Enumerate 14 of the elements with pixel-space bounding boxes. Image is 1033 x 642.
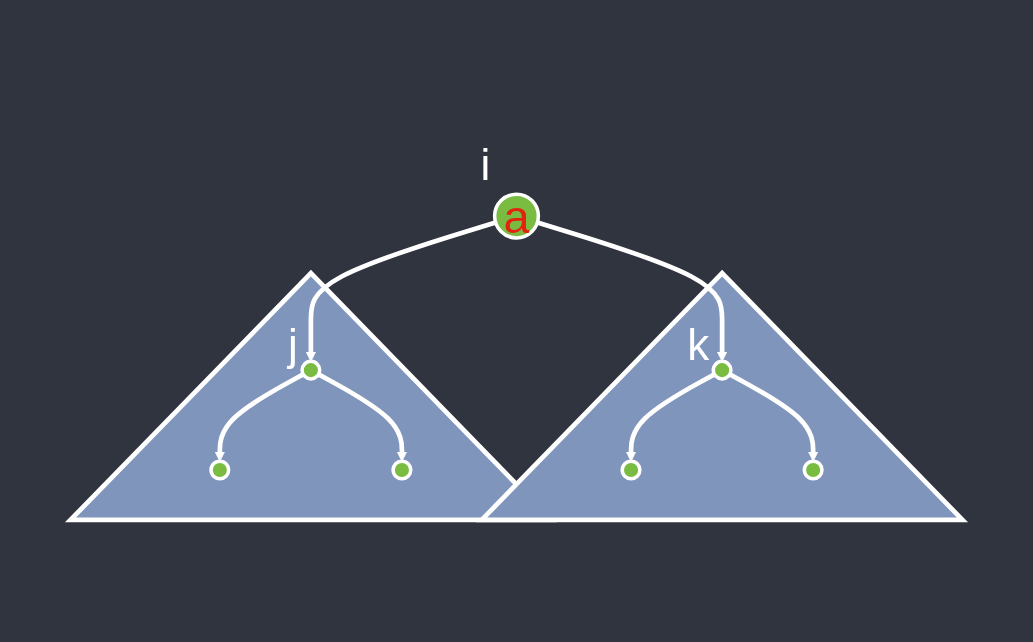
node-circle (620, 459, 642, 481)
node-circle: a (492, 192, 541, 240)
node-circle (209, 459, 231, 481)
node-caption: k (687, 323, 710, 368)
arrow (317, 372, 408, 462)
arrow (214, 372, 305, 462)
node-circle (300, 359, 322, 381)
node-circle (711, 359, 733, 381)
arrow (728, 372, 819, 462)
node-caption: i (480, 142, 491, 187)
arrow (625, 372, 716, 462)
node-circle (802, 459, 824, 481)
node-caption: j (288, 323, 298, 368)
node-circle (391, 459, 413, 481)
